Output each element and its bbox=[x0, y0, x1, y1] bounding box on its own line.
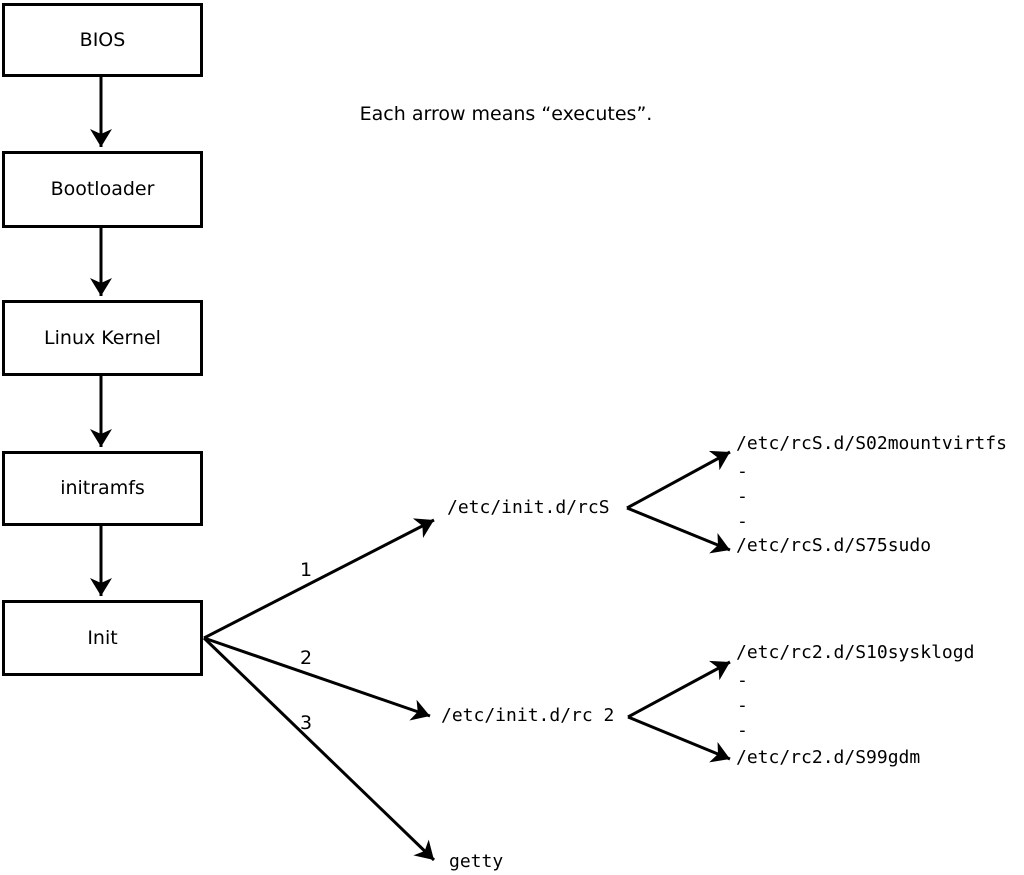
node-linux-kernel: Linux Kernel bbox=[2, 300, 203, 376]
node-rcs-child-ellipsis: - bbox=[737, 486, 748, 507]
node-rc2-child-s10sysklogd: /etc/rc2.d/S10sysklogd bbox=[736, 642, 975, 663]
node-bios: BIOS bbox=[2, 3, 203, 77]
node-rc2-child-s99gdm: /etc/rc2.d/S99gdm bbox=[736, 747, 921, 768]
legend-caption: Each arrow means “executes”. bbox=[359, 103, 653, 125]
node-initramfs: initramfs bbox=[2, 451, 203, 526]
node-rcs-script: /etc/init.d/rcS bbox=[447, 497, 610, 518]
node-rcs-child-s75sudo: /etc/rcS.d/S75sudo bbox=[736, 535, 932, 556]
node-initramfs-label: initramfs bbox=[60, 477, 145, 499]
arrow-rc2-to-first-script bbox=[627, 660, 731, 719]
arrow-init-to-rcs bbox=[203, 518, 435, 640]
node-rc2-child-ellipsis: - bbox=[737, 720, 748, 741]
node-rcs-child-s02mountvirtfs: /etc/rcS.d/S02mountvirtfs bbox=[736, 433, 1007, 454]
node-rcs-child-ellipsis: - bbox=[737, 461, 748, 482]
arrow-init-to-getty bbox=[202, 636, 436, 862]
node-rc2-child-ellipsis: - bbox=[737, 695, 748, 716]
arrow-rc2-to-last-script bbox=[627, 715, 731, 763]
node-init-label: Init bbox=[87, 626, 118, 649]
arrow-init-to-rc2 bbox=[203, 636, 431, 721]
node-rc2-script: /etc/init.d/rc 2 bbox=[441, 705, 615, 726]
node-rc2-child-ellipsis: - bbox=[737, 670, 748, 691]
node-init: Init bbox=[2, 600, 203, 676]
node-bootloader: Bootloader bbox=[2, 151, 203, 228]
node-bios-label: BIOS bbox=[79, 28, 126, 51]
branch-order-label-1: 1 bbox=[299, 559, 313, 581]
branch-order-label-3: 3 bbox=[299, 712, 313, 734]
node-bootloader-label: Bootloader bbox=[50, 178, 155, 200]
node-linux-kernel-label: Linux Kernel bbox=[44, 326, 161, 349]
arrow-rcs-to-first-script bbox=[626, 450, 731, 510]
node-rcs-child-ellipsis: - bbox=[737, 511, 748, 532]
arrow-rcs-to-last-script bbox=[626, 506, 731, 554]
branch-order-label-2: 2 bbox=[299, 647, 313, 669]
node-getty: getty bbox=[449, 851, 504, 872]
